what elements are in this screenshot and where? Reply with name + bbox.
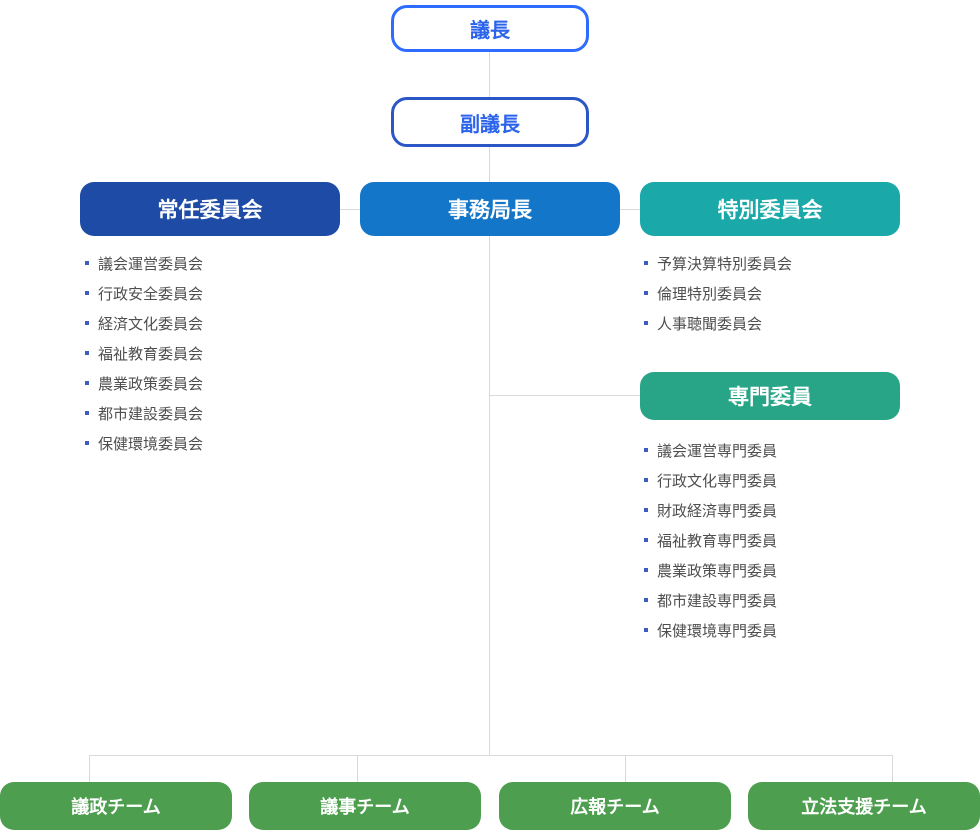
bullet-icon	[85, 411, 89, 415]
connector-secretary-special	[618, 209, 642, 210]
bullet-icon	[644, 448, 648, 452]
connector-drop-team-1	[89, 755, 90, 782]
list-item-label: 議会運営委員会	[98, 255, 204, 273]
list-item: 経済文化委員会	[85, 308, 203, 338]
connector-chairman-vice	[489, 52, 490, 97]
node-team-parliamentary-affairs: 議政チーム	[0, 782, 232, 830]
standing-committee-list: 議会運営委員会 行政安全委員会 経済文化委員会 福祉教育委員会 農業政策委員会 …	[85, 248, 203, 458]
list-item-label: 予算決算特別委員会	[657, 255, 793, 273]
node-expert-members: 専門委員	[640, 372, 900, 420]
node-team-proceedings: 議事チーム	[249, 782, 481, 830]
connector-vice-secretary	[489, 146, 490, 182]
bullet-icon	[644, 261, 648, 265]
bullet-icon	[644, 508, 648, 512]
bullet-icon	[85, 291, 89, 295]
node-chairman: 議長	[391, 5, 589, 52]
bullet-icon	[85, 381, 89, 385]
list-item-label: 保健環境委員会	[98, 435, 204, 453]
bullet-icon	[85, 441, 89, 445]
bullet-icon	[644, 291, 648, 295]
connector-trunk	[489, 236, 490, 755]
bullet-icon	[644, 478, 648, 482]
list-item: 議会運営委員会	[85, 248, 203, 278]
list-item-label: 福祉教育委員会	[98, 345, 204, 363]
list-item: 農業政策専門委員	[644, 555, 777, 585]
list-item: 都市建設委員会	[85, 398, 203, 428]
list-item-label: 都市建設委員会	[98, 405, 204, 423]
list-item: 都市建設専門委員	[644, 585, 777, 615]
node-vice-chairman: 副議長	[391, 97, 589, 147]
list-item-label: 人事聴聞委員会	[657, 315, 763, 333]
list-item: 行政安全委員会	[85, 278, 203, 308]
bullet-icon	[644, 321, 648, 325]
list-item-label: 議会運営専門委員	[657, 442, 778, 460]
node-standing-committee: 常任委員会	[80, 182, 340, 236]
list-item-label: 行政文化専門委員	[657, 472, 778, 490]
bullet-icon	[644, 568, 648, 572]
connector-drop-team-2	[357, 755, 358, 782]
list-item-label: 保健環境専門委員	[657, 622, 778, 640]
list-item-label: 行政安全委員会	[98, 285, 204, 303]
list-item: 福祉教育委員会	[85, 338, 203, 368]
node-special-committee: 特別委員会	[640, 182, 900, 236]
connector-standing-secretary	[338, 209, 362, 210]
node-secretary-general: 事務局長	[360, 182, 620, 236]
bullet-icon	[644, 538, 648, 542]
list-item: 農業政策委員会	[85, 368, 203, 398]
special-committee-list: 予算決算特別委員会 倫理特別委員会 人事聴聞委員会	[644, 248, 792, 338]
list-item-label: 農業政策専門委員	[657, 562, 778, 580]
list-item-label: 農業政策委員会	[98, 375, 204, 393]
list-item-label: 経済文化委員会	[98, 315, 204, 333]
bullet-icon	[85, 321, 89, 325]
connector-drop-team-4	[892, 755, 893, 782]
list-item: 保健環境委員会	[85, 428, 203, 458]
list-item: 福祉教育専門委員	[644, 525, 777, 555]
list-item-label: 倫理特別委員会	[657, 285, 763, 303]
list-item: 財政経済専門委員	[644, 495, 777, 525]
connector-trunk-experts	[489, 395, 641, 396]
list-item-label: 財政経済専門委員	[657, 502, 778, 520]
bullet-icon	[85, 261, 89, 265]
node-team-legislative-support: 立法支援チーム	[748, 782, 980, 830]
list-item-label: 都市建設専門委員	[657, 592, 778, 610]
list-item: 倫理特別委員会	[644, 278, 792, 308]
connector-teams-manifold	[89, 755, 893, 756]
list-item-label: 福祉教育専門委員	[657, 532, 778, 550]
bullet-icon	[644, 628, 648, 632]
list-item: 行政文化専門委員	[644, 465, 777, 495]
list-item: 予算決算特別委員会	[644, 248, 792, 278]
list-item: 保健環境専門委員	[644, 615, 777, 645]
connector-drop-team-3	[625, 755, 626, 782]
list-item: 人事聴聞委員会	[644, 308, 792, 338]
bullet-icon	[85, 351, 89, 355]
expert-members-list: 議会運営専門委員 行政文化専門委員 財政経済専門委員 福祉教育専門委員 農業政策…	[644, 435, 777, 645]
node-team-public-relations: 広報チーム	[499, 782, 731, 830]
bullet-icon	[644, 598, 648, 602]
list-item: 議会運営専門委員	[644, 435, 777, 465]
